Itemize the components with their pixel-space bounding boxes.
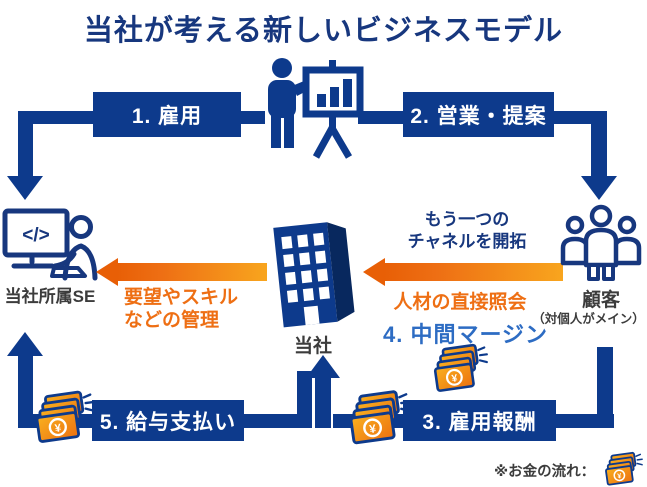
channel-annotation: もう一つの チャネルを開拓 — [392, 209, 542, 253]
flow-stub-left-of-presenter — [240, 111, 265, 124]
channel-line2: チャネルを開拓 — [407, 232, 527, 251]
step3-label: 3. 雇用報酬 — [422, 410, 537, 434]
orange-arrowhead-to-se — [96, 258, 118, 286]
yen-glyph: ¥ — [451, 373, 458, 385]
arrowhead-down-to-se — [7, 176, 43, 200]
company-building-icon — [262, 210, 364, 332]
money-icon-margin: ¥ — [432, 343, 490, 394]
management-line1: 要望やスキル — [124, 287, 239, 308]
step2-box: 2. 営業・提案 — [403, 92, 554, 137]
orange-arrow-direct-inquiry — [384, 263, 563, 281]
orange-arrow-management — [117, 263, 267, 281]
customers-group-icon — [560, 204, 642, 283]
flow-stub-right-of-presenter — [358, 111, 404, 124]
step4-label: 4. 中間マージン — [383, 322, 549, 347]
flow-line-right-vertical — [591, 111, 607, 178]
flow-line-company-up — [315, 376, 331, 428]
se-computer-icon: </> — [2, 208, 100, 281]
step5-label: 5. 給与支払い — [99, 410, 237, 434]
orange-arrowhead-to-company — [363, 258, 385, 286]
code-glyph: </> — [22, 225, 49, 246]
direct-inquiry-annotation: 人材の直接照会 — [393, 292, 527, 313]
step2-label: 2. 営業・提案 — [410, 104, 547, 128]
step1-box: 1. 雇用 — [93, 92, 241, 137]
money-flow-note: ※お金の流れ： — [494, 464, 596, 480]
flow-line-company-down — [297, 371, 312, 428]
yen-glyph: ¥ — [617, 471, 622, 480]
step5-box: 5. 給与支払い — [92, 400, 244, 441]
yen-glyph: ¥ — [54, 422, 63, 435]
customer-label: 顧客 — [581, 290, 620, 311]
arrowhead-up-to-se — [7, 332, 43, 356]
flow-line-top-left — [18, 111, 94, 124]
step3-box: 3. 雇用報酬 — [403, 400, 556, 441]
arrowhead-up-to-company — [306, 355, 340, 378]
arrowhead-down-to-customer — [581, 176, 617, 200]
flow-line-left-vertical — [18, 111, 33, 178]
customer-note: （対個人がメイン） — [532, 312, 645, 326]
yen-glyph: ¥ — [369, 422, 378, 436]
company-label: 当社 — [293, 336, 332, 357]
presenter-chart-icon — [256, 56, 364, 162]
channel-line1: もう一つの — [424, 210, 510, 229]
flow-line-customer-down — [597, 347, 613, 428]
step1-label: 1. 雇用 — [131, 104, 203, 128]
management-line2: などの管理 — [124, 310, 220, 331]
flow-line-bottomleft-vertical — [18, 354, 33, 416]
se-label: 当社所属SE — [4, 287, 96, 306]
management-annotation: 要望やスキル などの管理 — [124, 286, 238, 332]
money-icon-reward: ¥ — [349, 390, 411, 447]
money-icon-salary: ¥ — [35, 390, 95, 446]
money-icon-legend: ¥ — [601, 451, 647, 487]
diagram-title: 当社が考える新しいビジネスモデル — [83, 15, 564, 47]
